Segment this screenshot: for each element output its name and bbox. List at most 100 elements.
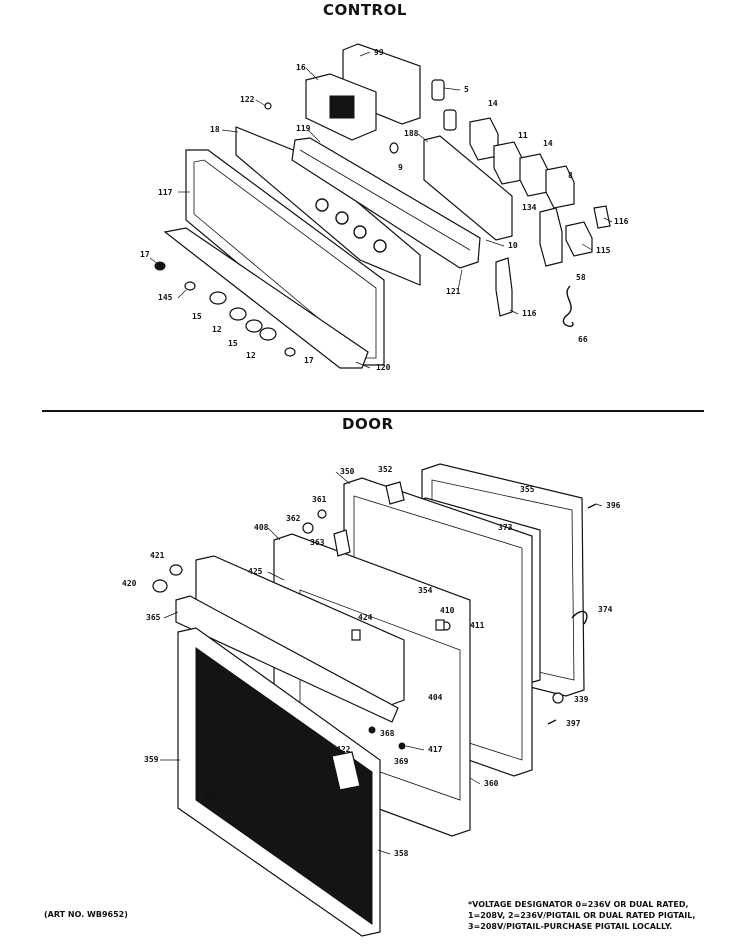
callout-421: 421 <box>150 551 165 560</box>
callout-15b: 15 <box>228 339 238 348</box>
door-hinge-screw <box>317 509 327 519</box>
control-assembly <box>154 43 611 369</box>
control-switch-2 <box>493 141 523 185</box>
door-part-397 <box>547 719 557 725</box>
door-glass-window <box>299 589 461 801</box>
callout-422: 422 <box>336 745 351 754</box>
control-board-edge <box>299 149 471 251</box>
callout-11: 11 <box>518 131 528 140</box>
control-circuit-board <box>291 137 481 269</box>
callout-397: 397 <box>566 719 581 728</box>
voltage-note-line-1: *VOLTAGE DESIGNATOR 0=236V OR DUAL RATED… <box>468 900 689 909</box>
callout-121: 121 <box>446 287 461 296</box>
door-clip-424 <box>351 629 361 641</box>
door-trim <box>175 595 399 723</box>
section-divider <box>42 410 704 412</box>
callout-99: 99 <box>374 48 384 57</box>
callout-134: 134 <box>522 203 537 212</box>
control-lamp-socket-1 <box>431 79 445 101</box>
callout-leader-lines <box>149 51 613 855</box>
control-mount-bracket <box>495 257 513 317</box>
door-clip-410 <box>435 619 445 631</box>
callout-15a: 15 <box>192 312 202 321</box>
door-latch <box>331 751 361 791</box>
callout-58: 58 <box>576 273 586 282</box>
control-knob-2 <box>229 307 247 321</box>
control-panel-frame <box>185 149 385 366</box>
callout-417: 417 <box>428 745 443 754</box>
control-trim-strip <box>163 227 369 369</box>
control-knob-4 <box>259 327 277 341</box>
callout-361: 361 <box>312 495 327 504</box>
callout-10: 10 <box>508 241 518 250</box>
callout-411: 411 <box>470 621 485 630</box>
control-knob-insert <box>389 142 399 154</box>
control-switch-3 <box>519 153 549 197</box>
callout-418: 418 <box>204 793 219 802</box>
callout-18: 18 <box>210 125 220 134</box>
control-knob-cap-2 <box>284 347 296 357</box>
voltage-note-line-3: 3=208V/PIGTAIL-PURCHASE PIGTAIL LOCALLY. <box>468 922 673 931</box>
control-section-title: CONTROL <box>323 1 407 19</box>
callout-420: 420 <box>122 579 137 588</box>
door-handle-screw-2 <box>152 579 168 593</box>
callout-339: 339 <box>574 695 589 704</box>
art-number: (ART NO. WB9652) <box>44 910 128 919</box>
callout-352: 352 <box>378 465 393 474</box>
door-part-396 <box>587 503 597 509</box>
callout-350: 350 <box>340 467 355 476</box>
control-switch-4 <box>545 165 575 209</box>
control-knob-1 <box>209 291 227 305</box>
callout-122: 122 <box>240 95 255 104</box>
control-terminal-clip <box>565 221 593 257</box>
door-spring-374 <box>571 610 588 625</box>
door-clip-368 <box>368 726 376 734</box>
callout-424: 424 <box>358 613 373 622</box>
control-lamp-socket-2 <box>443 109 457 131</box>
callout-14a: 14 <box>488 99 498 108</box>
door-hinge-bracket <box>385 481 405 505</box>
control-bracket <box>423 135 513 241</box>
control-pigtail-cord <box>562 285 574 327</box>
callout-5: 5 <box>464 85 469 94</box>
callout-145: 145 <box>158 293 173 302</box>
callout-396: 396 <box>606 501 621 510</box>
callout-17a: 17 <box>140 250 150 259</box>
callout-373: 373 <box>498 523 513 532</box>
door-hinge-washer <box>302 522 314 534</box>
callout-117: 117 <box>158 188 173 197</box>
callout-16: 16 <box>296 63 306 72</box>
callout-374: 374 <box>598 605 613 614</box>
callout-359: 359 <box>144 755 159 764</box>
callout-408: 408 <box>254 523 269 532</box>
control-screw <box>264 102 272 110</box>
door-section-title: DOOR <box>342 415 394 433</box>
callout-363: 363 <box>310 538 325 547</box>
door-handle-screw-1 <box>169 564 183 576</box>
callout-355: 355 <box>520 485 535 494</box>
callout-120: 120 <box>376 363 391 372</box>
callout-425: 425 <box>248 567 263 576</box>
callout-368: 368 <box>380 729 395 738</box>
control-callouts: 99 16 5 122 14 18 119 188 11 14 9 8 117 … <box>140 48 629 372</box>
callout-354: 354 <box>418 586 433 595</box>
callout-360: 360 <box>484 779 499 788</box>
control-timer-display <box>329 95 355 119</box>
callout-116b: 116 <box>522 309 537 318</box>
callout-365: 365 <box>146 613 161 622</box>
door-callouts: 350 352 355 396 361 362 373 408 363 421 … <box>122 465 621 858</box>
control-knob-3 <box>245 319 263 333</box>
door-outer-glass <box>195 647 373 925</box>
control-knob-stem <box>184 281 196 291</box>
callout-17b: 17 <box>304 356 314 365</box>
callout-188: 188 <box>404 129 419 138</box>
control-terminal-tab <box>593 205 611 229</box>
callout-115: 115 <box>596 246 611 255</box>
callout-9: 9 <box>398 163 403 172</box>
callout-119: 119 <box>296 124 311 133</box>
callout-12a: 12 <box>212 325 222 334</box>
callout-404: 404 <box>428 693 443 702</box>
door-hinge-clip <box>333 529 351 557</box>
callout-362: 362 <box>286 514 301 523</box>
